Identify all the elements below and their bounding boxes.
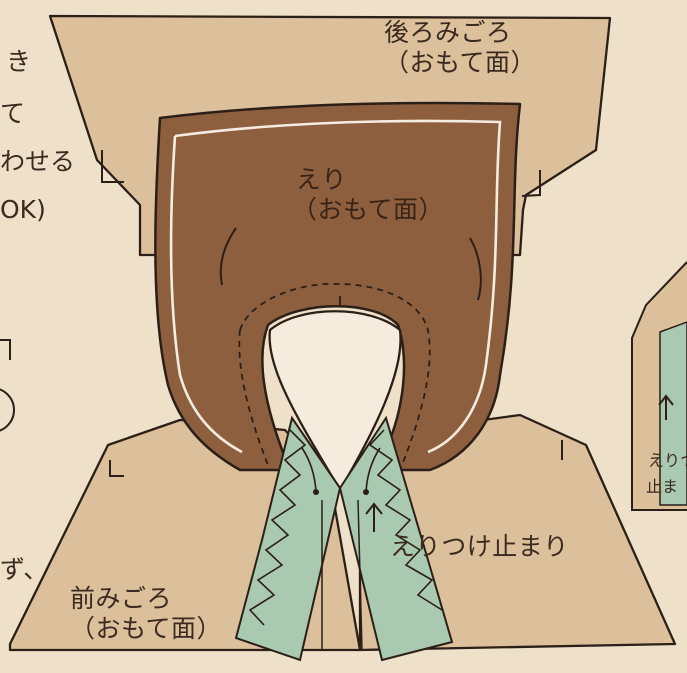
back-bodice-label: 後ろみごろ （おもて面） [384, 18, 536, 78]
neckline-opening [268, 310, 402, 493]
collar [154, 101, 522, 472]
right-edge-text-1: えりつ [648, 451, 687, 470]
left-edge-drawing [0, 339, 15, 432]
collar-stop-label: えりつけ止まり [390, 532, 569, 562]
right-edge-text-2: 止ま [646, 477, 679, 496]
collar-label: えり （おもて面） [292, 165, 444, 225]
front-bodice-label: 前みごろ （おもて面） [70, 584, 222, 644]
collar-stop-text: えりつけ止まり [390, 532, 569, 561]
left-edge-text-1: き [6, 47, 32, 76]
back-bodice-side: （おもて面） [384, 48, 537, 77]
collar-side: （おもて面） [292, 195, 445, 224]
front-bodice-side: （おもて面） [70, 614, 223, 643]
back-bodice-name: 後ろみごろ [384, 18, 512, 47]
stop-markers [301, 447, 381, 495]
left-edge-text-3: わせる [0, 147, 76, 176]
stop-arrow-icon [365, 502, 383, 532]
left-edge-text-5: ず、 [0, 555, 49, 584]
front-bodice-name: 前みごろ [70, 584, 173, 613]
collar-name: えり [296, 165, 348, 194]
left-edge-text-2: て [0, 99, 26, 128]
right-edge-drawing [631, 261, 687, 511]
left-edge-text-4: OK) [0, 195, 46, 224]
